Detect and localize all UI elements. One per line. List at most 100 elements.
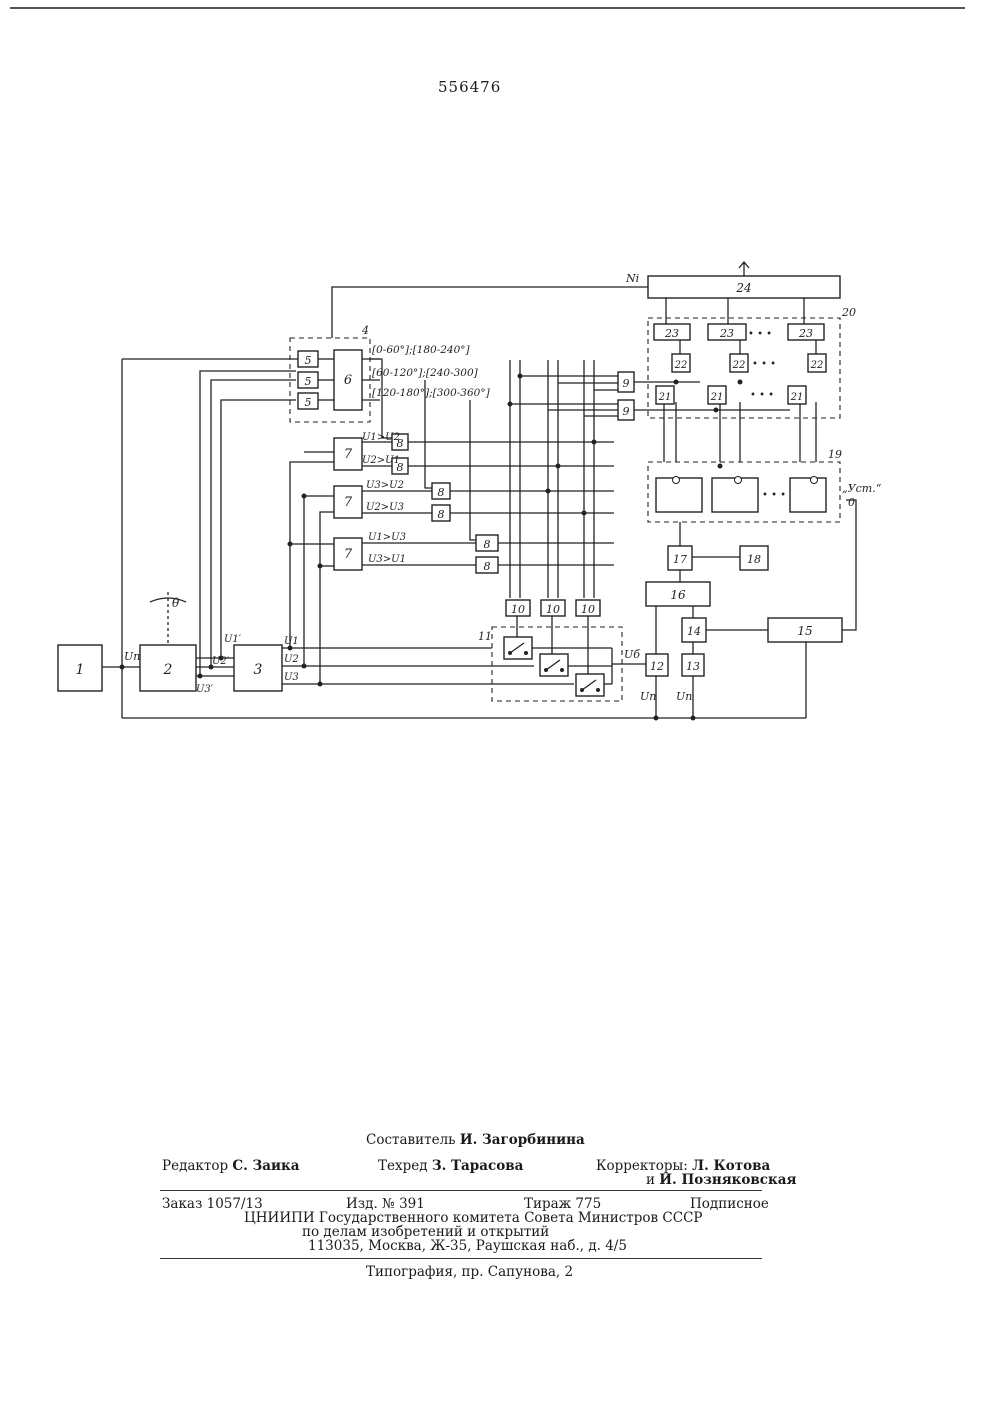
group-19-label: 19 [828, 448, 842, 461]
group-4-label: 4 [361, 324, 369, 337]
svg-text:6: 6 [344, 373, 352, 388]
cmp-label-6: U3>U1 [368, 554, 406, 565]
svg-text:3: 3 [254, 662, 263, 678]
block-12: 12 [646, 654, 668, 676]
switch-2 [540, 654, 568, 676]
signal-ni: Ni [625, 272, 639, 285]
signal-u2: U2 [284, 654, 299, 665]
block-8c: 8 [432, 483, 450, 499]
ellipsis-21: • • • [750, 390, 774, 401]
signal-un-13: Uп [676, 690, 692, 703]
svg-text:8: 8 [438, 486, 445, 499]
signal-u1: U1 [284, 636, 299, 647]
sector-label-2: [60-120°];[240-300] [372, 367, 479, 379]
svg-text:22: 22 [674, 360, 688, 371]
ellipsis-22: • • • [752, 359, 776, 370]
block-8f: 8 [476, 557, 498, 573]
svg-text:24: 24 [735, 281, 751, 295]
ellipsis-23: • • • [748, 329, 772, 340]
cmp-label-4: U2>U3 [366, 502, 404, 513]
switch-3 [576, 674, 604, 696]
signal-u3: U3 [284, 672, 299, 683]
block-23c: 23 [788, 324, 824, 340]
svg-text:8: 8 [484, 538, 491, 551]
signal-ust: „Уст.“ [842, 482, 882, 495]
svg-text:2: 2 [163, 662, 173, 678]
sector-label-3: [120-180°];[300-360°] [372, 387, 491, 399]
sector-label-1: [0-60°];[180-240°] [372, 344, 471, 356]
svg-text:21: 21 [790, 392, 804, 403]
block-2: 2 [140, 645, 196, 691]
svg-text:22: 22 [732, 360, 746, 371]
signal-ub: Uб [624, 648, 640, 661]
block-5b: 5 [298, 372, 318, 388]
block-23b: 23 [708, 324, 746, 340]
svg-text:23: 23 [719, 327, 734, 340]
svg-text:7: 7 [344, 495, 353, 510]
svg-text:13: 13 [686, 660, 700, 673]
svg-text:16: 16 [670, 588, 686, 602]
svg-text:21: 21 [658, 392, 672, 403]
signal-un-in: Uп [124, 650, 140, 663]
cmp-label-1: U1>U2 [362, 432, 400, 443]
block-21a: 21 [656, 386, 674, 404]
signal-u2p: U2′ [212, 656, 230, 667]
svg-text:1: 1 [76, 662, 85, 678]
svg-text:10: 10 [511, 603, 525, 616]
svg-text:23: 23 [664, 327, 679, 340]
block-3: 3 [234, 645, 282, 691]
svg-text:22: 22 [810, 360, 824, 371]
block-24: 24 [648, 276, 840, 298]
composer-line: Составитель И. Загорбинина [366, 1132, 585, 1148]
svg-text:23: 23 [798, 327, 813, 340]
block-18: 18 [740, 546, 768, 570]
block-22b: 22 [730, 354, 748, 372]
block-10a: 10 [506, 600, 530, 616]
group-20-label: 20 [841, 306, 856, 319]
block-7a: 7 [334, 438, 362, 470]
signal-zero: 0 [848, 496, 855, 509]
techred-line: Техред З. Тарасова [378, 1158, 523, 1174]
group-11-label: 11 [478, 630, 492, 643]
svg-text:14: 14 [687, 625, 701, 638]
block-5a: 5 [298, 351, 318, 367]
block-21b: 21 [708, 386, 726, 404]
block-22a: 22 [672, 354, 690, 372]
block-9a: 9 [618, 372, 634, 392]
block-6: 6 [334, 350, 362, 410]
svg-text:9: 9 [623, 377, 630, 390]
block-7b: 7 [334, 486, 362, 518]
svg-text:10: 10 [546, 603, 560, 616]
editor-line: Редактор С. Заика [162, 1158, 300, 1174]
svg-text:7: 7 [344, 547, 353, 562]
cell-19c [790, 477, 826, 513]
switch-1 [504, 637, 532, 659]
circuit-diagram: 1 2 3 5 5 5 6 7 7 7 8 8 8 8 8 8 9 9 10 1… [0, 0, 1000, 760]
block-17: 17 [668, 546, 692, 570]
block-21c: 21 [788, 386, 806, 404]
block-22c: 22 [808, 354, 826, 372]
block-9b: 9 [618, 400, 634, 420]
block-16: 16 [646, 582, 710, 606]
address-line: 113035, Москва, Ж-35, Раушская наб., д. … [308, 1238, 627, 1254]
footer-rule-2 [160, 1258, 762, 1259]
svg-text:10: 10 [581, 603, 595, 616]
block-23a: 23 [654, 324, 690, 340]
block-8d: 8 [432, 505, 450, 521]
block-1: 1 [58, 645, 102, 691]
svg-text:12: 12 [650, 660, 664, 673]
block-13: 13 [682, 654, 704, 676]
cmp-label-2: U2>U1 [362, 455, 400, 466]
svg-text:21: 21 [710, 392, 724, 403]
svg-text:5: 5 [305, 375, 312, 388]
svg-text:7: 7 [344, 447, 353, 462]
cmp-label-3: U3>U2 [366, 480, 404, 491]
block-14: 14 [682, 618, 706, 642]
block-7c: 7 [334, 538, 362, 570]
block-10c: 10 [576, 600, 600, 616]
svg-text:9: 9 [623, 405, 630, 418]
signal-u1p: U1′ [224, 634, 242, 645]
svg-text:8: 8 [484, 560, 491, 573]
svg-text:5: 5 [305, 396, 312, 409]
cell-19b [712, 477, 758, 513]
